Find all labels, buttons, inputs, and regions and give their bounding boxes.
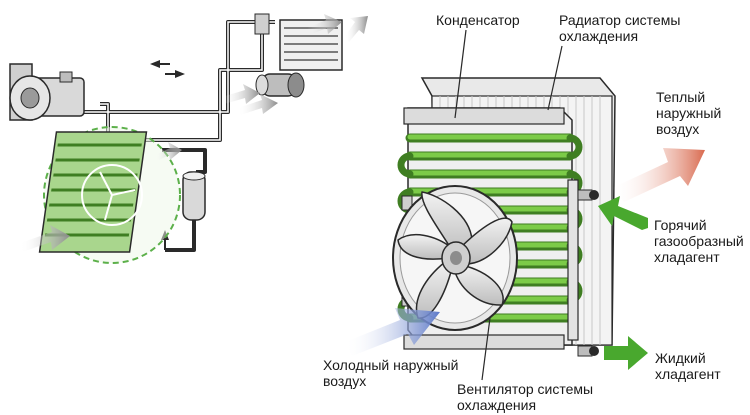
system-overview xyxy=(9,13,368,264)
receiver-dryer-icon xyxy=(182,171,206,221)
label-cold-air: Холодный наружный воздух xyxy=(323,357,458,389)
label-liquid-refrigerant: Жидкий хладагент xyxy=(655,350,721,382)
label-liquid-refrigerant-line-1: Жидкий xyxy=(655,350,706,366)
label-warm-air-line-2: наружный xyxy=(656,105,722,121)
blower-icon xyxy=(255,72,305,98)
warm-air-arrow xyxy=(612,148,705,202)
label-fan: Вентилятор системы охлаждения xyxy=(457,381,593,413)
inlet-fitting xyxy=(577,189,599,201)
label-hot-refrigerant-line-2: газообразный xyxy=(654,233,744,249)
outlet-fitting xyxy=(577,345,599,357)
label-warm-air-line-3: воздух xyxy=(656,121,700,137)
hot-refrigerant-arrow xyxy=(598,196,648,230)
fan-icon xyxy=(392,185,518,331)
label-radiator: Радиатор системы охлаждения xyxy=(559,12,680,44)
label-cold-air-line-1: Холодный наружный xyxy=(323,357,459,373)
liquid-refrigerant-arrow xyxy=(604,336,648,370)
label-fan-line-1: Вентилятор системы xyxy=(457,381,594,397)
label-hot-refrigerant-line-3: хладагент xyxy=(654,249,720,265)
compressor-icon xyxy=(9,63,85,121)
label-radiator-line-1: Радиатор системы xyxy=(559,12,681,28)
label-hot-refrigerant: Горячий газообразный хладагент xyxy=(654,217,744,265)
label-radiator-line-2: охлаждения xyxy=(559,28,639,44)
label-fan-line-2: охлаждения xyxy=(457,397,537,413)
label-hot-refrigerant-line-1: Горячий xyxy=(654,217,707,233)
label-condenser-line-1: Конденсатор xyxy=(436,12,520,28)
condenser-icon xyxy=(38,126,181,264)
leader-lines xyxy=(454,29,563,381)
label-condenser: Конденсатор xyxy=(436,12,520,28)
label-liquid-refrigerant-line-2: хладагент xyxy=(655,366,721,382)
label-warm-air-line-1: Теплый xyxy=(656,89,706,105)
label-warm-air: Теплый наружный воздух xyxy=(656,89,721,137)
label-cold-air-line-2: воздух xyxy=(323,373,367,389)
cold-air-arrow xyxy=(345,308,440,356)
condenser-radiator-assembly xyxy=(345,77,705,370)
air-inflow-arrows xyxy=(20,14,368,252)
